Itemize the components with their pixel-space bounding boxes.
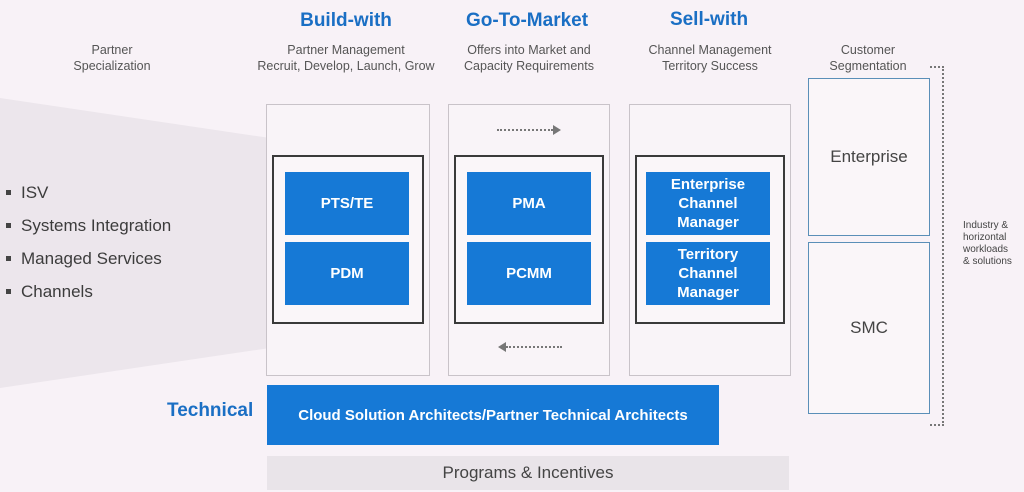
backward-arrow-head-icon: [498, 342, 506, 352]
enterprise-segment: Enterprise: [808, 78, 930, 236]
forward-arrow: [497, 129, 553, 131]
backward-arrow: [506, 346, 562, 348]
customer-segmentation-label: Customer Segmentation: [829, 43, 907, 73]
list-item: Systems Integration: [6, 209, 171, 242]
pcmm-box: PCMM: [467, 242, 591, 305]
programs-incentives-bar: Programs & Incentives: [267, 456, 789, 490]
industry-bracket: [930, 66, 944, 426]
list-item: Managed Services: [6, 242, 171, 275]
enterprise-channel-manager-box: Enterprise Channel Manager: [646, 172, 770, 235]
pdm-box: PDM: [285, 242, 409, 305]
bullet-icon: [6, 256, 11, 261]
partner-specialization-label: Partner Specialization: [73, 43, 151, 73]
go-to-market-subtitle: Offers into Market and Capacity Requirem…: [464, 43, 594, 73]
list-item: ISV: [6, 176, 171, 209]
bullet-icon: [6, 289, 11, 294]
list-item: Channels: [6, 275, 171, 308]
bullet-icon: [6, 223, 11, 228]
technical-label: Technical: [167, 400, 254, 421]
bullet-icon: [6, 190, 11, 195]
smc-segment: SMC: [808, 242, 930, 414]
build-with-subtitle: Partner Management Recruit, Develop, Lau…: [257, 43, 435, 73]
pts-te-box: PTS/TE: [285, 172, 409, 235]
specialization-list: ISV Systems Integration Managed Services…: [6, 176, 171, 308]
go-to-market-title: Go-To-Market: [465, 10, 589, 31]
sell-with-subtitle: Channel Management Territory Success: [648, 43, 772, 73]
cloud-solution-architects-bar: Cloud Solution Architects/Partner Techni…: [267, 385, 719, 445]
industry-note: Industry & horizontal workloads & soluti…: [963, 220, 1012, 267]
pma-box: PMA: [467, 172, 591, 235]
build-with-title: Build-with: [300, 10, 392, 31]
forward-arrow-head-icon: [553, 125, 561, 135]
territory-channel-manager-box: Territory Channel Manager: [646, 242, 770, 305]
sell-with-title: Sell-with: [669, 9, 749, 30]
